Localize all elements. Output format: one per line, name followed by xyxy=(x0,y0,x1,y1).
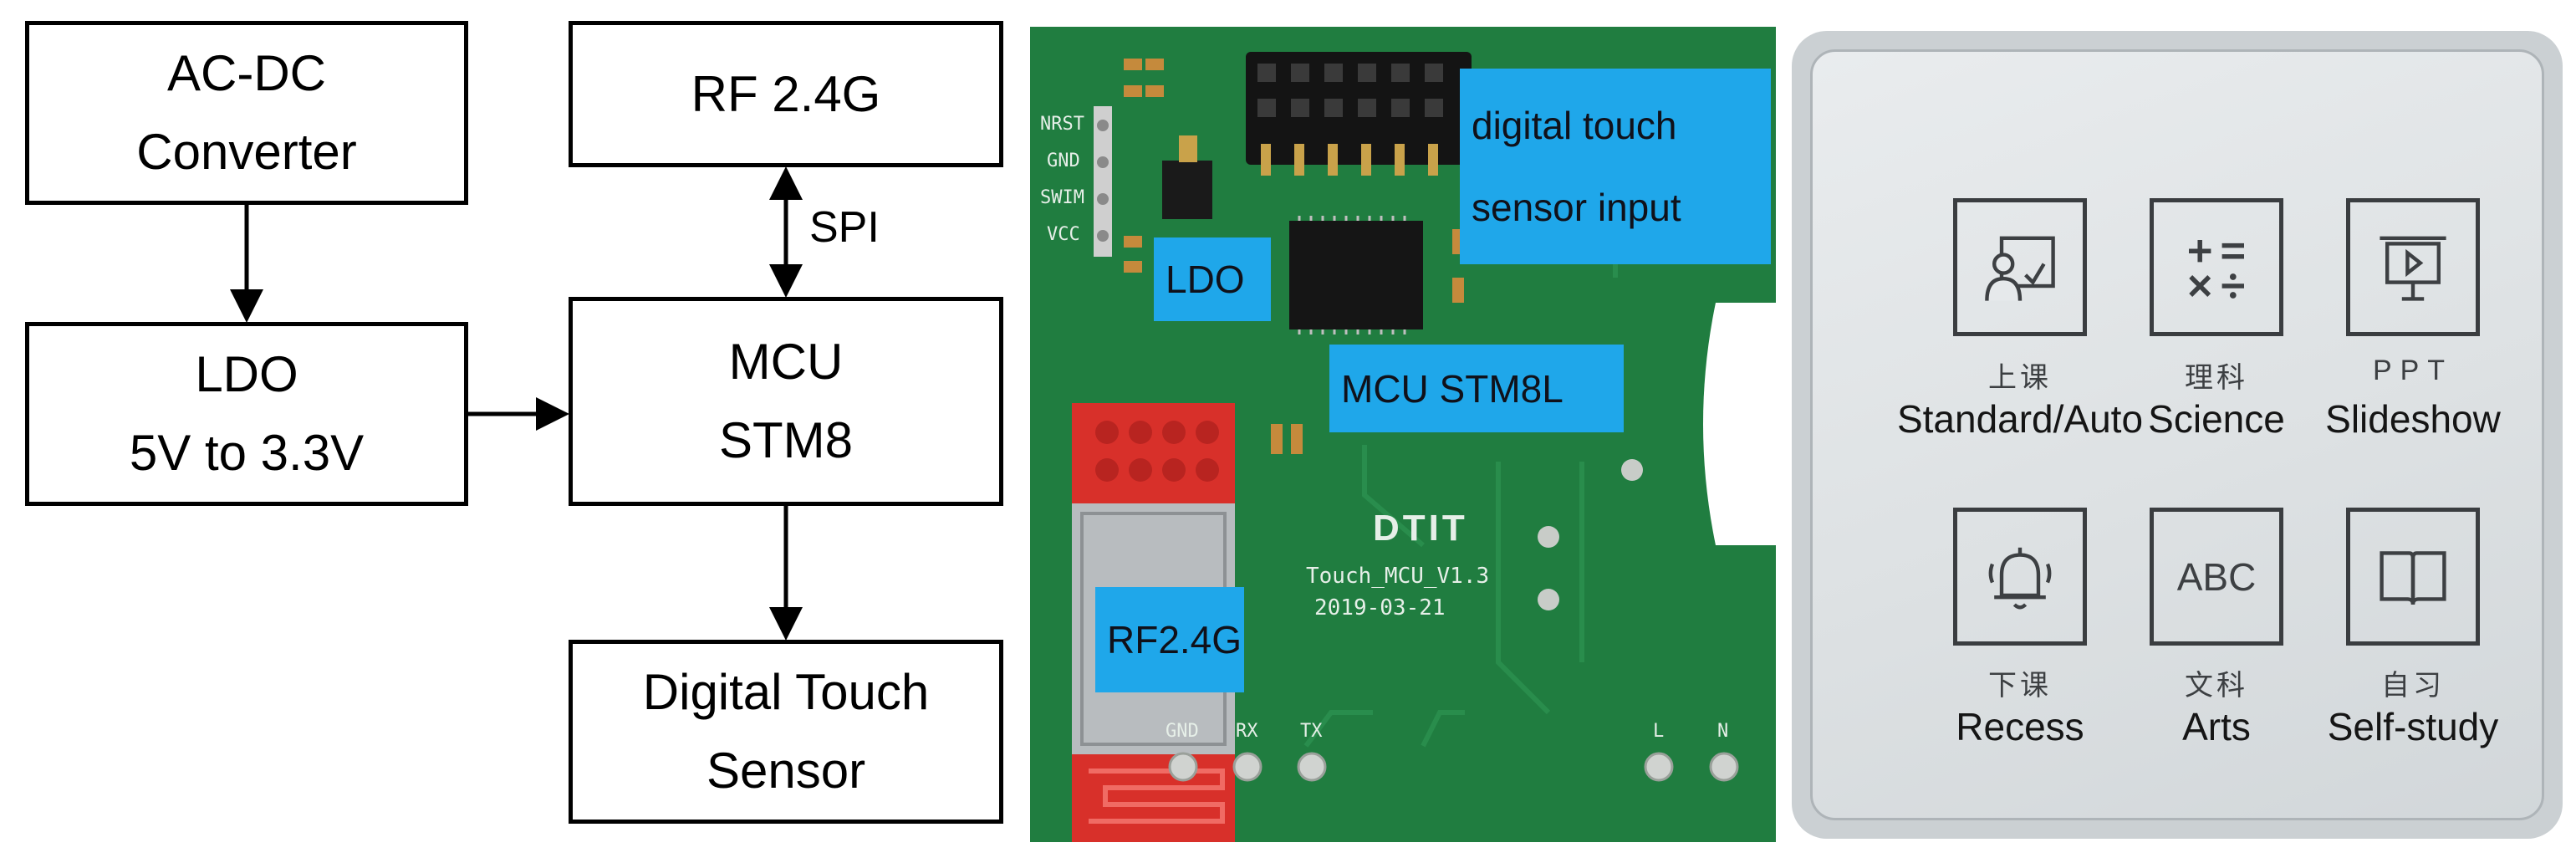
system-block-diagram: AC-DC Converter LDO 5V to 3.3V RF 2.4G M… xyxy=(0,0,1020,863)
silk-date: 2019-03-21 xyxy=(1314,595,1446,620)
key-en-label: Self-study xyxy=(2327,705,2499,748)
key-en-label: Arts xyxy=(2182,705,2251,748)
spi-label: SPI xyxy=(809,203,880,252)
key-self-study[interactable] xyxy=(2346,508,2480,646)
silk-pad-gnd: GND xyxy=(1166,721,1199,742)
key-en-label: Science xyxy=(2148,397,2285,441)
key-en-label: Slideshow xyxy=(2325,397,2501,441)
tag-rf24g: RF2.4G xyxy=(1095,587,1244,692)
block-acdc-converter: AC-DC Converter xyxy=(25,21,468,205)
key-cn-label: 自习 xyxy=(2381,670,2445,702)
pcb-photo: NRST GND SWIM VCC DTIT Touch_MCU_V1.3 20… xyxy=(1030,27,1776,842)
block-label: STM8 xyxy=(718,412,854,468)
silk-logo: DTIT xyxy=(1373,508,1468,549)
key-slideshow[interactable] xyxy=(2346,198,2480,336)
silk-pad-l: L xyxy=(1653,721,1665,742)
key-en-label: Standard/Auto xyxy=(1896,397,2144,441)
teacher-board-icon xyxy=(1985,236,2055,301)
silk-pin-gnd: GND xyxy=(1047,151,1080,171)
diagram-arrows xyxy=(230,166,803,641)
board-cutout xyxy=(1703,303,1776,545)
silk-pad-rx: RX xyxy=(1236,721,1258,742)
block-label: MCU xyxy=(728,334,844,390)
silk-pad-n: N xyxy=(1717,721,1729,742)
block-digital-touch-sensor: Digital Touch Sensor xyxy=(569,640,1003,824)
open-book-icon xyxy=(2380,550,2446,605)
block-rf: RF 2.4G xyxy=(569,21,1003,167)
key-standard-auto[interactable] xyxy=(1953,198,2087,336)
block-label: LDO xyxy=(195,346,298,402)
key-cn-label: 下课 xyxy=(1988,670,2052,702)
tag-digital-touch-sensor-input: digital touch sensor input xyxy=(1460,69,1771,264)
block-label: Converter xyxy=(136,124,357,180)
tag-text: digital touch xyxy=(1472,104,1677,147)
tag-mcu-stm8l: MCU STM8L xyxy=(1329,345,1624,432)
key-cn-label: 上课 xyxy=(1988,362,2052,394)
silk-board-name: Touch_MCU_V1.3 xyxy=(1306,564,1490,589)
block-label: AC-DC xyxy=(167,45,326,101)
silk-pin-swim: SWIM xyxy=(1040,187,1084,208)
block-label: RF 2.4G xyxy=(691,65,881,122)
block-label: 5V to 3.3V xyxy=(129,425,365,481)
mcu-chip xyxy=(1289,216,1423,334)
key-arts[interactable]: ABC xyxy=(2150,508,2283,646)
key-cn-label: 文科 xyxy=(2185,670,2248,702)
touch-panel-photo: 上课 理科 PPT Standard/Auto Science Slidesho… xyxy=(1792,31,2563,839)
bell-icon xyxy=(1988,547,2052,609)
tag-ldo: LDO xyxy=(1154,237,1271,321)
block-label: Sensor xyxy=(706,743,866,799)
silk-pin-nrst: NRST xyxy=(1040,114,1084,135)
block-label: Digital Touch xyxy=(642,664,930,720)
abc-text-icon: ABC xyxy=(2176,554,2257,599)
swim-header xyxy=(1094,106,1112,257)
key-en-label: Recess xyxy=(1956,705,2084,748)
key-recess[interactable] xyxy=(1953,508,2087,646)
key-science[interactable] xyxy=(2150,198,2283,336)
key-cn-label: PPT xyxy=(2372,355,2454,386)
math-symbols-icon xyxy=(2189,239,2244,299)
key-cn-label: 理科 xyxy=(2185,362,2248,394)
block-ldo: LDO 5V to 3.3V xyxy=(25,322,468,506)
projector-icon xyxy=(2380,236,2446,301)
ldo-regulator xyxy=(1162,161,1212,219)
silk-pin-vcc: VCC xyxy=(1047,224,1080,245)
touch-panel-face: 上课 理科 PPT Standard/Auto Science Slidesho… xyxy=(1810,49,2544,820)
silk-pad-tx: TX xyxy=(1300,721,1323,742)
tag-text: sensor input xyxy=(1472,186,1681,229)
block-mcu: MCU STM8 xyxy=(569,297,1003,506)
